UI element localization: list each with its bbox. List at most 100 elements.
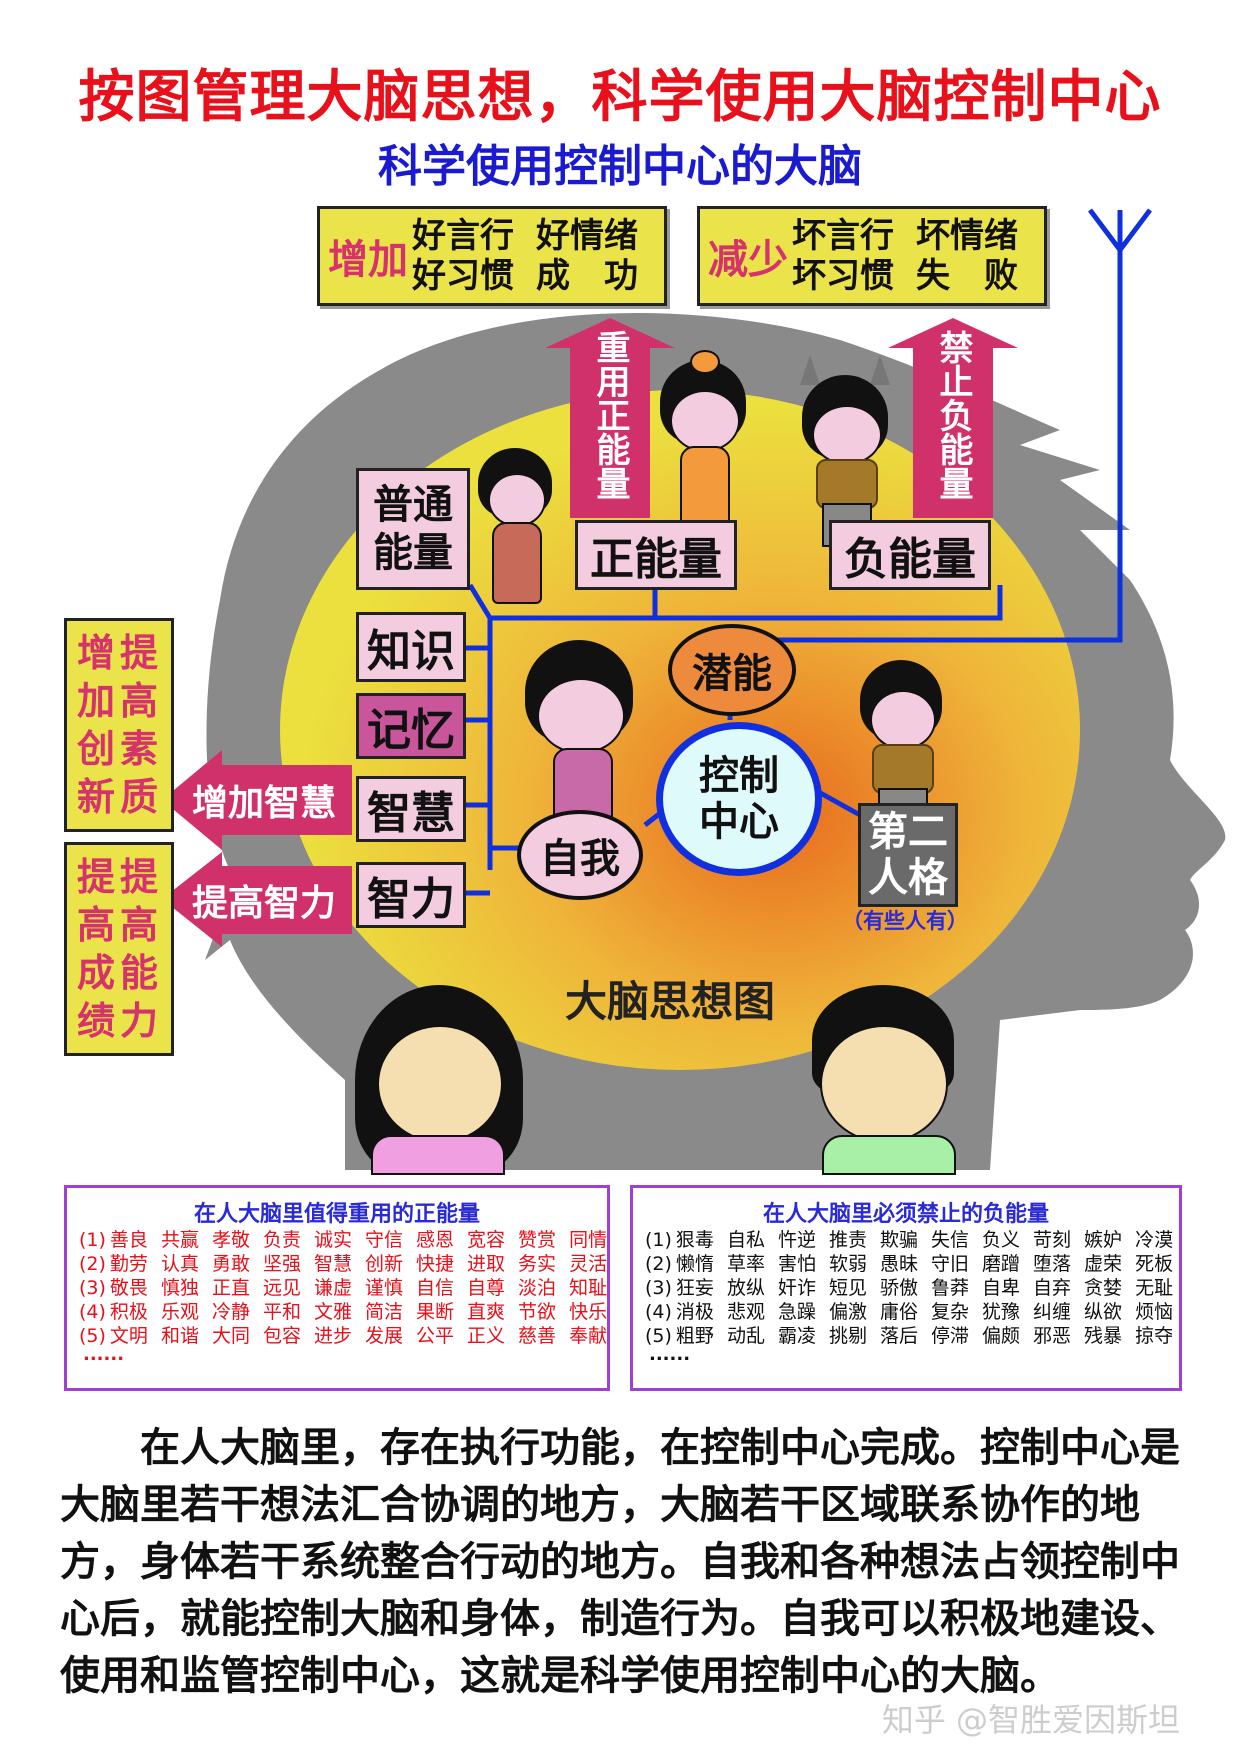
word: 勤劳 <box>109 1253 148 1275</box>
forbid-negative-label: 禁止负能量 <box>923 330 983 508</box>
decrease-item: 坏言行 <box>792 216 894 256</box>
negative-list-row: (5)粗野动乱霸凌挑剔落后停滞偏颇邪恶残暴掠夺 <box>645 1324 1179 1348</box>
word: 坚强 <box>262 1253 301 1275</box>
word: 自弃 <box>1033 1277 1072 1299</box>
wisdom-box: 智慧 <box>356 776 466 842</box>
row-index: (1) <box>645 1229 672 1251</box>
word: 复杂 <box>931 1301 970 1323</box>
word: 简洁 <box>365 1301 404 1323</box>
word: 懒惰 <box>675 1253 714 1275</box>
word: 发展 <box>365 1325 404 1347</box>
word: 嫉妒 <box>1084 1229 1123 1251</box>
word: 知耻 <box>569 1277 608 1299</box>
diagram-label: 大脑思想图 <box>564 977 775 1026</box>
negative-list-row: (4)消极悲观急躁偏激庸俗复杂犹豫纠缠纵欲烦恼 <box>645 1300 1179 1324</box>
word: 奸诈 <box>777 1277 816 1299</box>
word: 守信 <box>365 1229 404 1251</box>
word: 自尊 <box>467 1277 506 1299</box>
control-center-label: 控制中心 <box>699 753 779 845</box>
word: 骄傲 <box>879 1277 918 1299</box>
word: 同情 <box>569 1229 608 1251</box>
word: 自卑 <box>982 1277 1021 1299</box>
side-char: 提 <box>120 855 159 899</box>
word: 苛刻 <box>1033 1229 1072 1251</box>
side-char: 增 <box>77 631 116 675</box>
second-personality-label: 第二人格 <box>868 809 948 901</box>
improve-intelligence-label: 提高智力 <box>192 883 337 924</box>
row-index: (2) <box>645 1253 672 1275</box>
increase-item: 好习惯 <box>412 256 514 296</box>
word: 赞赏 <box>518 1229 557 1251</box>
positive-list-row: (4)积极乐观冷静平和文雅简洁果断直爽节欲快乐 <box>79 1300 607 1324</box>
word: 霸凌 <box>777 1325 816 1347</box>
word: 善良 <box>109 1229 148 1251</box>
word: 偏激 <box>828 1301 867 1323</box>
control-center-node: 控制中心 <box>656 722 822 876</box>
increase-item: 好言行 <box>412 216 514 256</box>
increase-box: 增加 好言行 好情绪 好习惯 成 功 <box>317 206 667 306</box>
word: 感恩 <box>416 1229 455 1251</box>
word: 认真 <box>160 1253 199 1275</box>
word: 无耻 <box>1135 1277 1174 1299</box>
word: 挑剔 <box>828 1325 867 1347</box>
word: 直爽 <box>467 1301 506 1323</box>
negative-energy-label: 负能量 <box>844 534 976 585</box>
positive-energy-box: 正能量 <box>575 520 737 590</box>
word: 狂妄 <box>675 1277 714 1299</box>
word: 守旧 <box>931 1253 970 1275</box>
word: 自私 <box>726 1229 765 1251</box>
row-index: (5) <box>645 1325 672 1347</box>
word: 灵活 <box>569 1253 608 1275</box>
word: 积极 <box>109 1301 148 1323</box>
row-index: (3) <box>79 1277 106 1299</box>
row-index: (1) <box>79 1229 106 1251</box>
positive-list-row: (5)文明和谐大同包容进步发展公平正义慈善奉献 <box>79 1324 607 1348</box>
negative-panel-heading: 在人大脑里必须禁止的负能量 <box>762 1202 1049 1227</box>
word: 谦虚 <box>313 1277 352 1299</box>
decrease-box: 减少 坏言行 坏情绪 坏习惯 失 败 <box>697 206 1047 306</box>
word: 远见 <box>262 1277 301 1299</box>
word: 鲁莽 <box>931 1277 970 1299</box>
word: 推责 <box>828 1229 867 1251</box>
word: 死板 <box>1135 1253 1174 1275</box>
negative-energy-panel: 在人大脑里必须禁止的负能量 (1)狠毒自私忤逆推责欺骗失信负义苛刻嫉妒冷漠 (2… <box>630 1185 1182 1391</box>
innovation-quality-box: 增提 加高 创素 新质 <box>64 618 174 832</box>
self-node: 自我 <box>517 810 643 900</box>
word: 狠毒 <box>675 1229 714 1251</box>
second-personality-box: 第二人格 <box>858 803 958 907</box>
word: 创新 <box>365 1253 404 1275</box>
word: 掠夺 <box>1135 1325 1174 1347</box>
side-char: 高 <box>120 679 159 723</box>
side-char: 成 <box>77 951 116 995</box>
watermark: 知乎 @智胜爱因斯坦 <box>881 1701 1180 1739</box>
word: 邪恶 <box>1033 1325 1072 1347</box>
side-char: 素 <box>120 727 159 771</box>
word: 短见 <box>828 1277 867 1299</box>
side-char: 绩 <box>77 999 116 1043</box>
word: 消极 <box>675 1301 714 1323</box>
reuse-positive-label: 重用正能量 <box>580 330 640 508</box>
word: 负义 <box>982 1229 1021 1251</box>
word: 害怕 <box>777 1253 816 1275</box>
word: 冷漠 <box>1135 1229 1174 1251</box>
intelligence-label: 智力 <box>367 874 455 925</box>
performance-ability-box: 提提 高高 成能 绩力 <box>64 842 174 1056</box>
word: 磨蹭 <box>982 1253 1021 1275</box>
positive-energy-label: 正能量 <box>590 534 722 585</box>
word: 文明 <box>109 1325 148 1347</box>
word: 偏颇 <box>982 1325 1021 1347</box>
word: 堕落 <box>1033 1253 1072 1275</box>
side-char: 创 <box>77 727 116 771</box>
word: 正义 <box>467 1325 506 1347</box>
wisdom-label: 智慧 <box>367 788 455 839</box>
page-subtitle: 科学使用控制中心的大脑 <box>378 141 862 192</box>
word: 敬畏 <box>109 1277 148 1299</box>
word: 乐观 <box>160 1301 199 1323</box>
word: 烦恼 <box>1135 1301 1174 1323</box>
word: 犹豫 <box>982 1301 1021 1323</box>
potential-node: 潜能 <box>668 624 796 716</box>
word: 快乐 <box>569 1301 608 1323</box>
word: 自信 <box>416 1277 455 1299</box>
second-personality-note: （有些人有） <box>842 909 968 933</box>
increase-item: 好情绪 <box>536 216 638 256</box>
